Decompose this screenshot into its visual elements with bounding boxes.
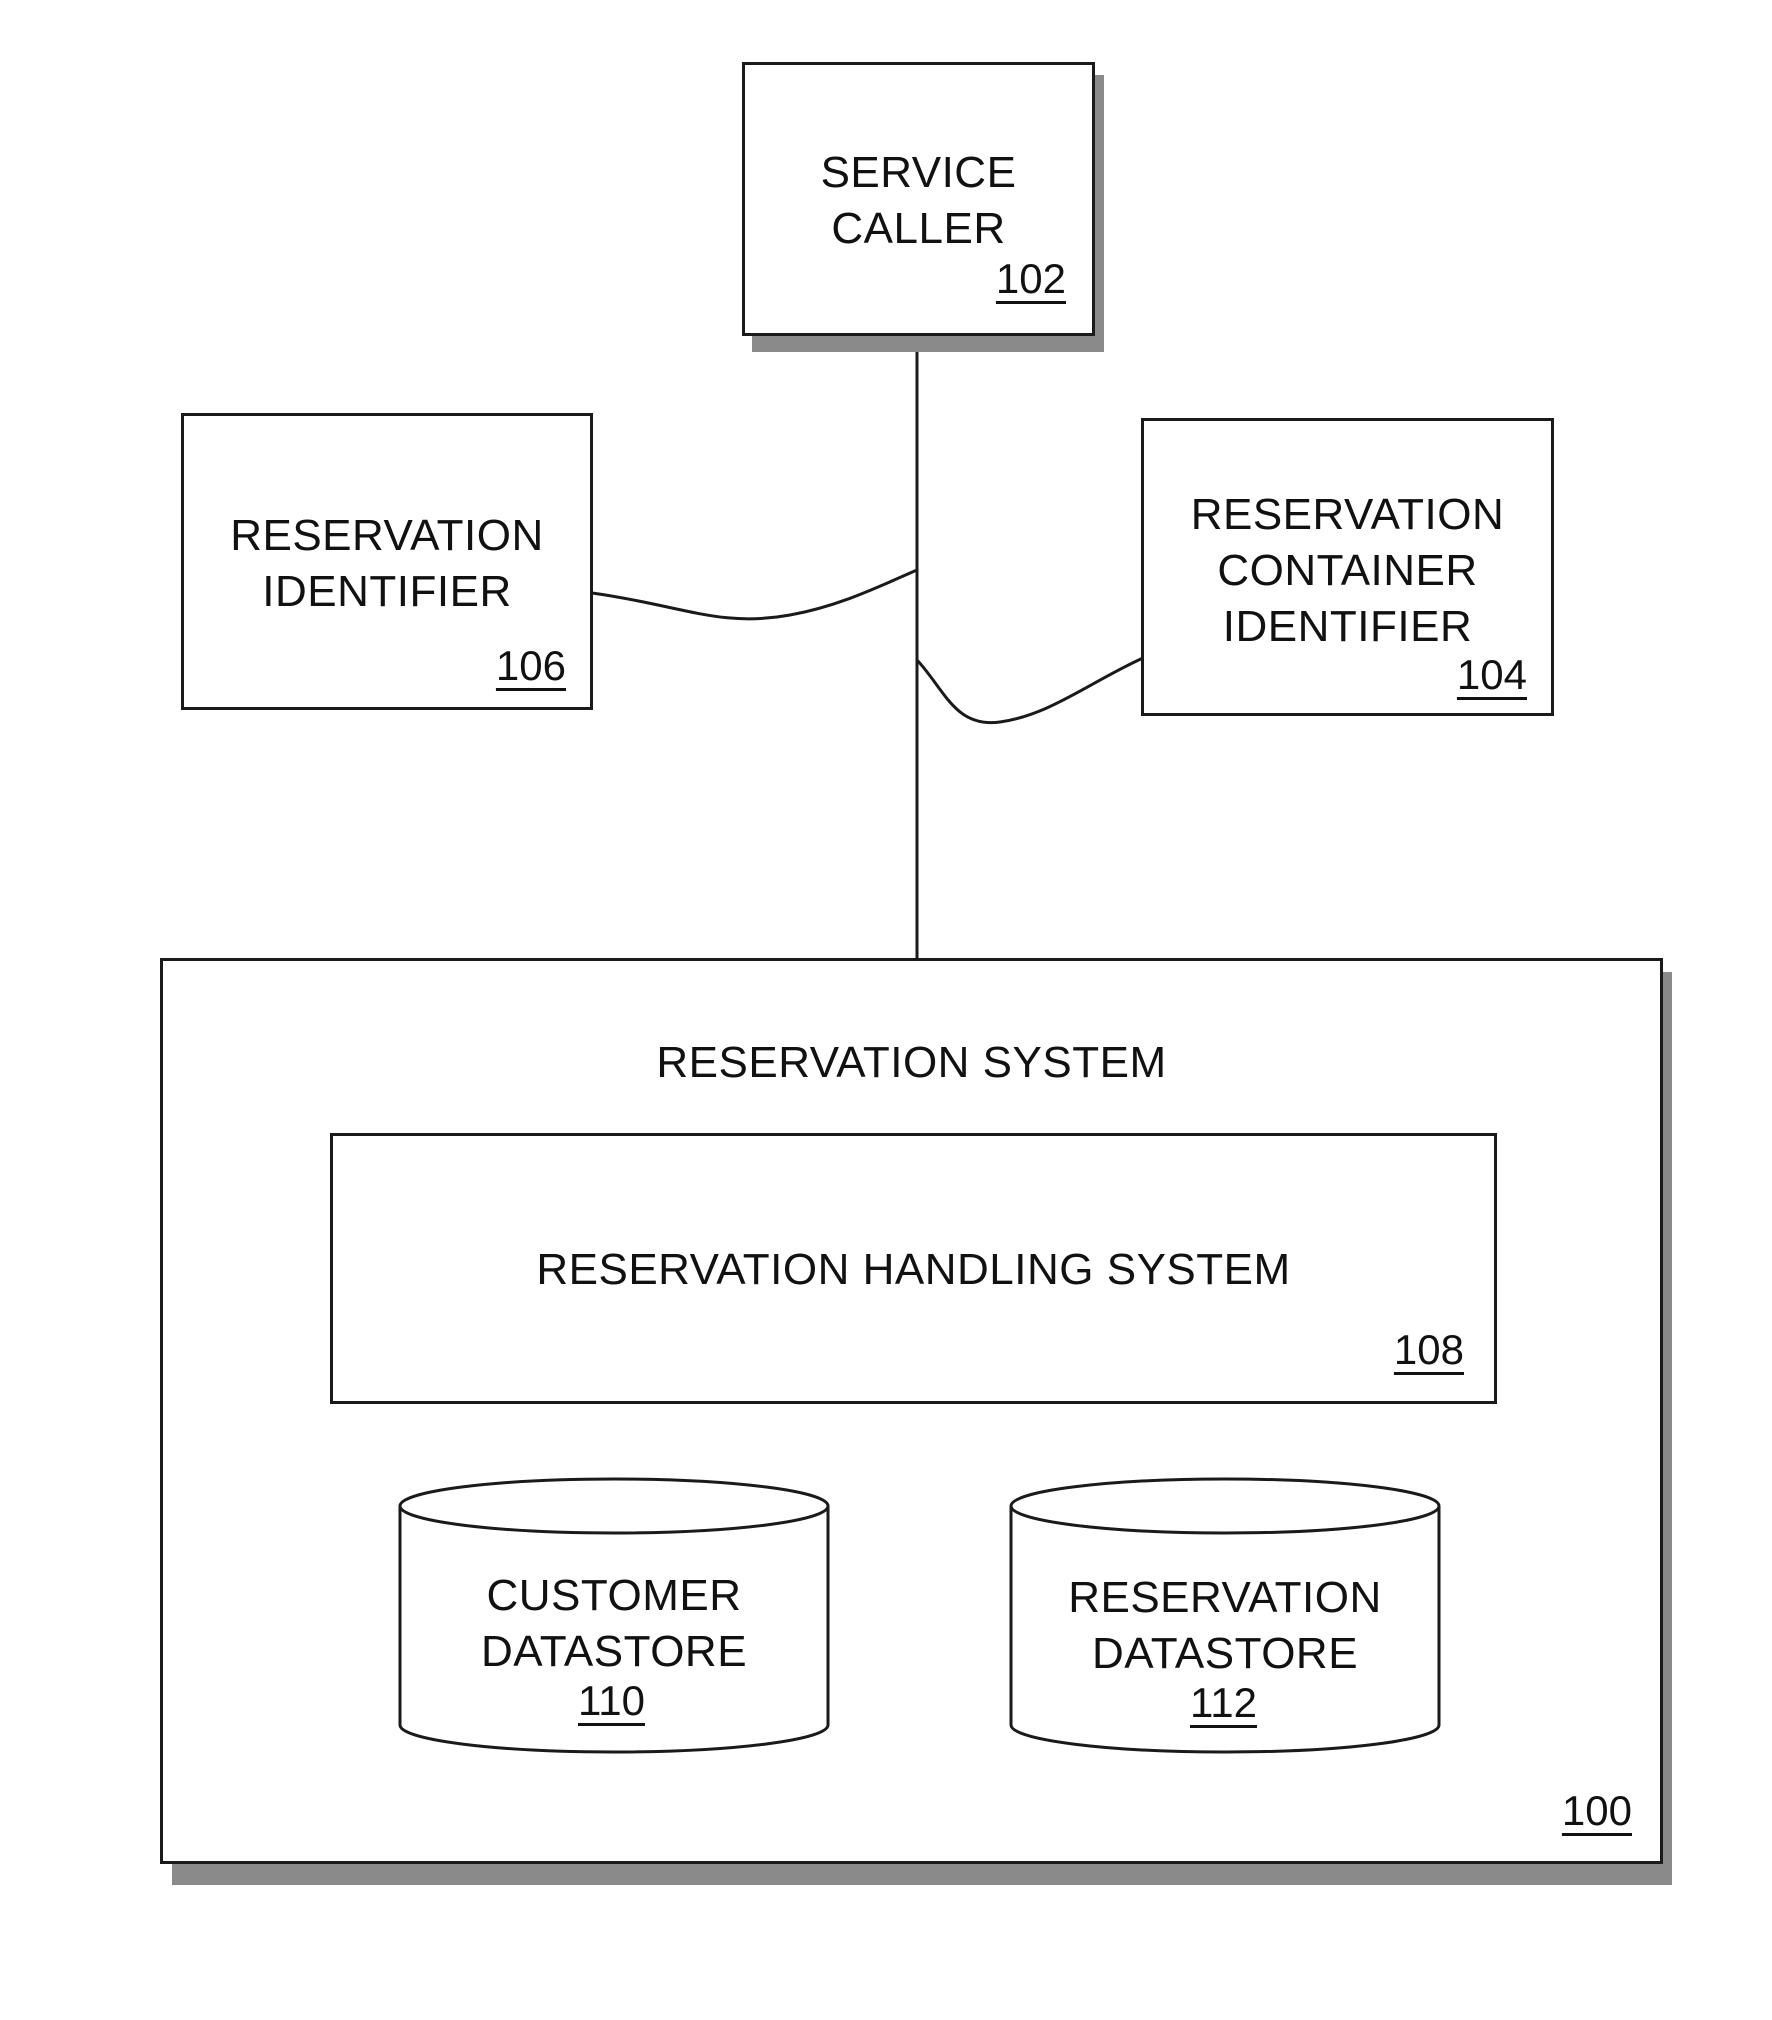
reservation-datastore-label: RESERVATION DATASTORE	[1011, 1570, 1439, 1682]
reservation-datastore-line1: RESERVATION	[1011, 1570, 1439, 1626]
customer-datastore-label: CUSTOMER DATASTORE	[400, 1568, 828, 1680]
customer-datastore-ref: 110	[578, 1677, 645, 1725]
reservation-datastore-ref: 112	[1190, 1679, 1257, 1727]
reservation-datastore-line2: DATASTORE	[1011, 1626, 1439, 1682]
customer-datastore-line2: DATASTORE	[400, 1624, 828, 1680]
customer-datastore-line1: CUSTOMER	[400, 1568, 828, 1624]
